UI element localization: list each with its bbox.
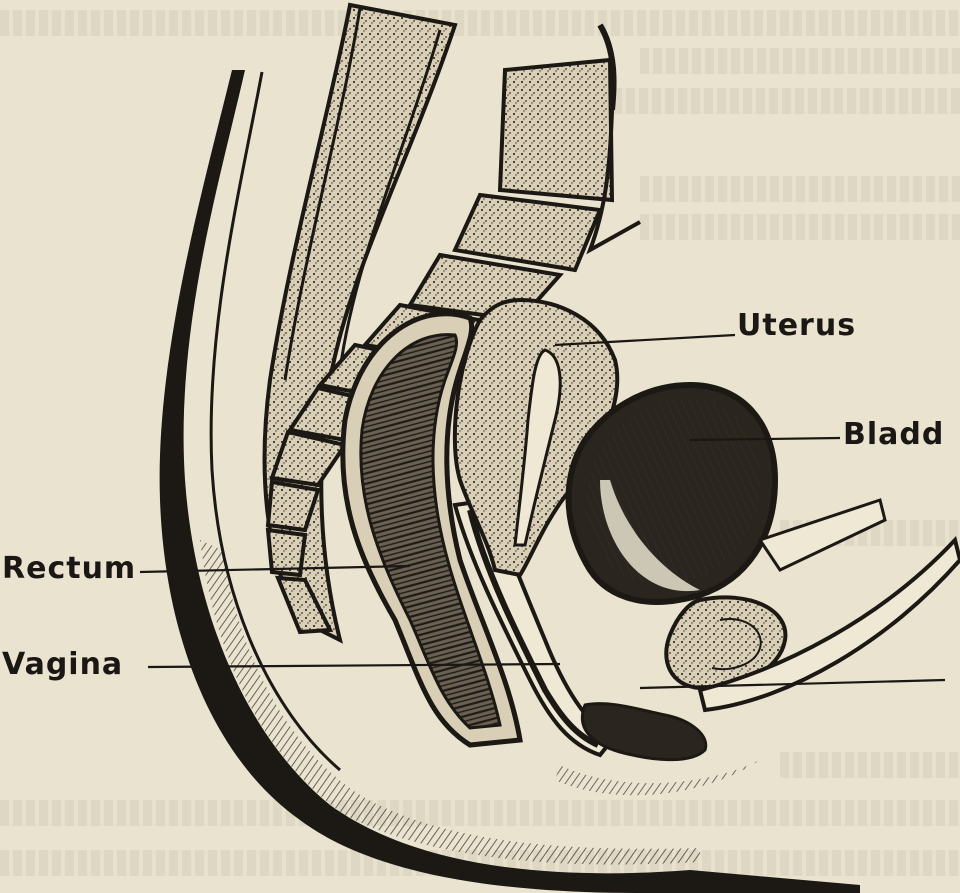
rectum-lumen xyxy=(359,333,502,730)
leader-lines xyxy=(139,333,946,690)
uterus-leader xyxy=(554,333,736,347)
bladder-leader xyxy=(689,436,841,442)
buttock-shading xyxy=(200,540,700,865)
perineum xyxy=(581,702,708,762)
rectum-leader xyxy=(139,564,411,574)
uterus-label: Uterus xyxy=(737,308,857,343)
anterior-abdominal-wall xyxy=(757,498,887,572)
vagina-leader xyxy=(147,662,561,669)
vagina-label: Vagina xyxy=(2,647,124,682)
bladder-label: Bladd xyxy=(843,417,945,452)
rectum-label: Rectum xyxy=(2,551,137,586)
urethra-leader xyxy=(639,678,946,690)
uterine-cavity xyxy=(513,348,562,547)
